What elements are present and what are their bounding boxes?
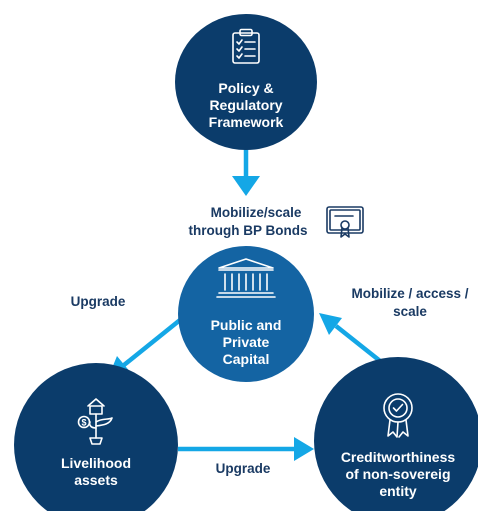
credit-node-label-line-1: Creditworthiness	[341, 449, 456, 465]
capital-node: Public and Private Capital	[178, 246, 314, 382]
bonds-edge-label: Mobilize/scale through BP Bonds	[189, 205, 364, 238]
mobilize-right-edge-label: Mobilize / access / scale	[351, 286, 468, 319]
award-ribbon-icon	[383, 393, 413, 438]
upgrade-bottom-label: Upgrade	[216, 461, 271, 476]
mobilize-right-label-line-2: scale	[393, 304, 427, 319]
credit-node-label-line-3: entity	[379, 483, 417, 499]
capital-node-label-line-1: Public and	[211, 317, 282, 333]
policy-node-label-line-3: Framework	[209, 114, 284, 130]
policy-node: Policy & Regulatory Framework	[175, 14, 317, 150]
money-plant-icon: $	[77, 398, 113, 445]
capital-node-label-line-3: Capital	[223, 351, 270, 367]
credit-node-label-line-2: of non-sovereig	[345, 466, 450, 482]
arrow-livelihood-to-credit	[178, 437, 314, 461]
bonds-label-line-2: through BP Bonds	[189, 223, 308, 238]
upgrade-left-label: Upgrade	[71, 294, 126, 309]
mobilize-right-label-line-1: Mobilize / access /	[351, 286, 468, 301]
capital-node-label-line-2: Private	[223, 334, 270, 350]
livelihood-node: $ Livelihood assets	[14, 363, 178, 511]
certificate-icon	[326, 206, 364, 238]
arrow-policy-to-bonds	[232, 148, 260, 196]
bank-building-icon	[216, 258, 276, 298]
livelihood-node-label-line-2: assets	[74, 472, 118, 488]
livelihood-node-label-line-1: Livelihood	[61, 455, 131, 471]
policy-node-label-line-2: Regulatory	[209, 97, 282, 113]
credit-node: Creditworthiness of non-sovereig entity	[314, 357, 478, 511]
policy-node-label-line-1: Policy &	[218, 80, 273, 96]
svg-text:$: $	[81, 418, 86, 428]
bonds-label-line-1: Mobilize/scale	[211, 205, 302, 220]
clipboard-checklist-icon	[232, 28, 260, 64]
